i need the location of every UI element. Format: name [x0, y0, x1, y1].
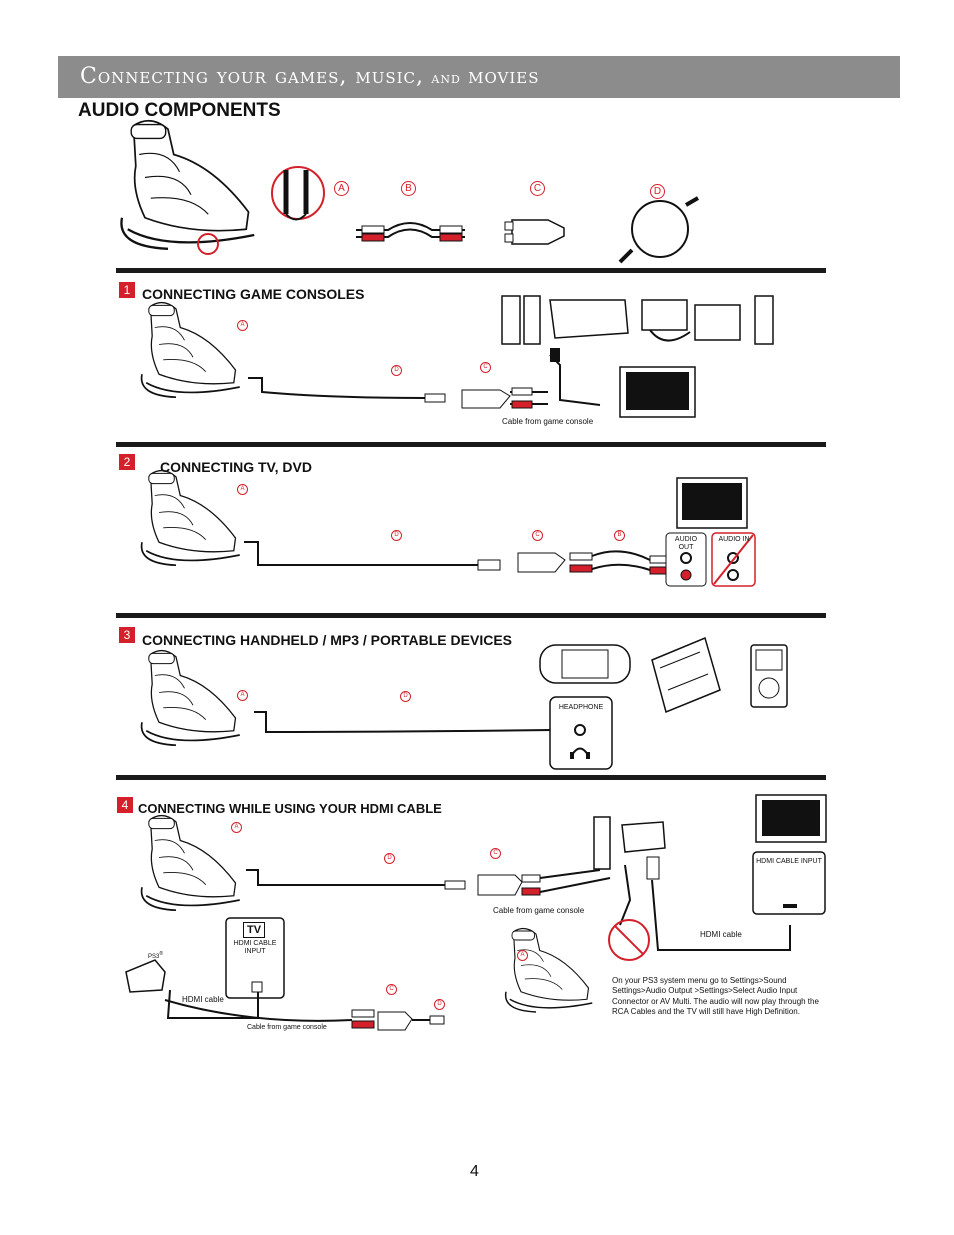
- no-symbol-icon: [713, 534, 754, 585]
- chair-icon: [140, 649, 241, 747]
- chair-icon: [504, 927, 593, 1013]
- hdmi-cable-label: HDMI cable: [700, 930, 742, 939]
- headphone-splitter-icon: [271, 166, 325, 221]
- part-label-a: A: [237, 690, 248, 701]
- chair-icon: [140, 814, 241, 912]
- part-label-b: B: [401, 181, 416, 196]
- tv-icon: [619, 366, 696, 418]
- tv-icon: [676, 477, 748, 529]
- part-label-a: A: [237, 484, 248, 495]
- tv-badge: TV: [243, 922, 265, 938]
- part-label-a: A: [517, 950, 528, 961]
- handheld-console-icon: [539, 636, 721, 714]
- rca-adapter-icon: [504, 219, 565, 245]
- part-label-a: A: [231, 822, 242, 833]
- game-console-icon: [593, 816, 611, 870]
- section-title: AUDIO COMPONENTS: [78, 100, 281, 121]
- part-label-d: D: [434, 999, 445, 1010]
- audio-in-label: AUDIO IN: [718, 536, 750, 543]
- caption: Cable from game console: [502, 417, 594, 426]
- hdmi-input-label: HDMI CABLE INPUT: [233, 940, 277, 956]
- part-label-c: C: [530, 181, 545, 196]
- step-title: CONNECTING TV, DVD: [160, 459, 312, 475]
- header-bar: [58, 56, 900, 98]
- game-console-icon: [501, 295, 774, 345]
- step-number: 3: [119, 627, 135, 643]
- caption: Cable from game console: [247, 1024, 327, 1031]
- step-title: CONNECTING WHILE USING YOUR HDMI CABLE: [138, 801, 442, 816]
- part-label-a: A: [334, 181, 349, 196]
- mp3-player-icon: [750, 644, 788, 708]
- ps3-settings-note: On your PS3 system menu go to Settings>S…: [612, 976, 819, 1017]
- part-label-b: B: [614, 530, 625, 541]
- chair-icon: [120, 119, 256, 255]
- no-symbol-icon: [608, 919, 650, 961]
- caption: Cable from game console: [493, 906, 585, 915]
- headphone-jack-icon: [570, 724, 590, 759]
- part-label-d: D: [391, 365, 402, 376]
- part-label-c: C: [532, 530, 543, 541]
- part-label-c: C: [480, 362, 491, 373]
- audio-out-label: AUDIO OUT: [674, 536, 698, 552]
- part-label-d: D: [400, 691, 411, 702]
- step-number: 1: [119, 282, 135, 298]
- step-number: 4: [117, 797, 133, 813]
- part-label-c: C: [386, 984, 397, 995]
- part-label-d: D: [650, 184, 665, 199]
- step-number: 2: [119, 454, 135, 470]
- step-title: CONNECTING GAME CONSOLES: [142, 286, 365, 302]
- page-number: 4: [470, 1163, 479, 1180]
- part-label-d: D: [384, 853, 395, 864]
- headphone-label: HEADPHONE: [558, 704, 604, 711]
- part-label-d: D: [391, 530, 402, 541]
- rca-cable-icon: [356, 222, 465, 242]
- page-header-title: Connecting your games, music, and movies: [80, 64, 540, 89]
- chair-icon: [140, 469, 241, 567]
- audio-cable-icon: [618, 196, 700, 264]
- tv-icon: [755, 794, 827, 843]
- hdmi-cable-label: HDMI cable: [182, 995, 224, 1004]
- part-label-c: C: [490, 848, 501, 859]
- step-title: CONNECTING HANDHELD / MP3 / PORTABLE DEV…: [142, 632, 512, 648]
- hdmi-input-label: HDMI CABLE INPUT: [756, 858, 822, 865]
- ps3-label: PS3®: [148, 951, 164, 960]
- part-label-a: A: [237, 320, 248, 331]
- chair-icon: [140, 301, 241, 399]
